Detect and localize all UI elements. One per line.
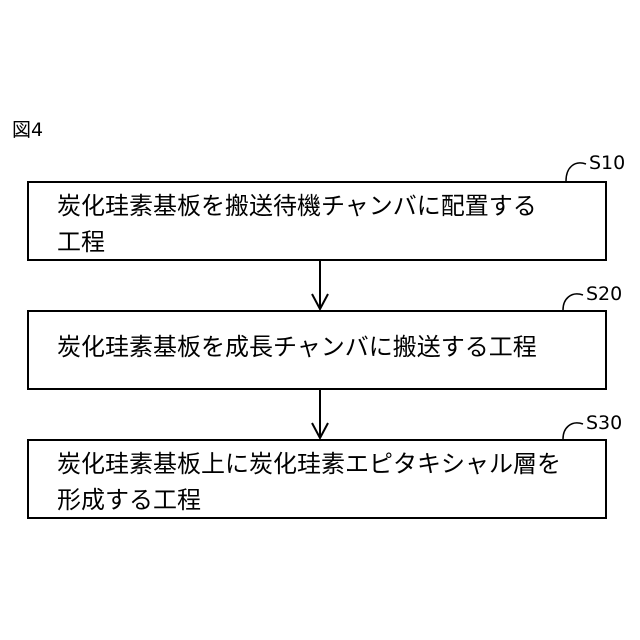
step-box-s30: 炭化珪素基板上に炭化珪素エピタキシャル層を 形成する工程 bbox=[27, 439, 607, 519]
step-3-leader bbox=[563, 423, 583, 439]
step-id-s20: S20 bbox=[586, 283, 622, 305]
step-box-s20: 炭化珪素基板を成長チャンバに搬送する工程 bbox=[27, 310, 607, 390]
step-text-s20: 炭化珪素基板を成長チャンバに搬送する工程 bbox=[57, 329, 605, 365]
step-id-s10: S10 bbox=[589, 152, 625, 174]
step-text-s10: 炭化珪素基板を搬送待機チャンバに配置する 工程 bbox=[57, 188, 605, 260]
step-id-s30: S30 bbox=[586, 412, 622, 434]
step-1-leader bbox=[566, 163, 586, 181]
step-text-s30: 炭化珪素基板上に炭化珪素エピタキシャル層を 形成する工程 bbox=[57, 446, 605, 518]
step-box-s10: 炭化珪素基板を搬送待機チャンバに配置する 工程 bbox=[27, 181, 607, 261]
step-2-leader bbox=[563, 294, 583, 310]
